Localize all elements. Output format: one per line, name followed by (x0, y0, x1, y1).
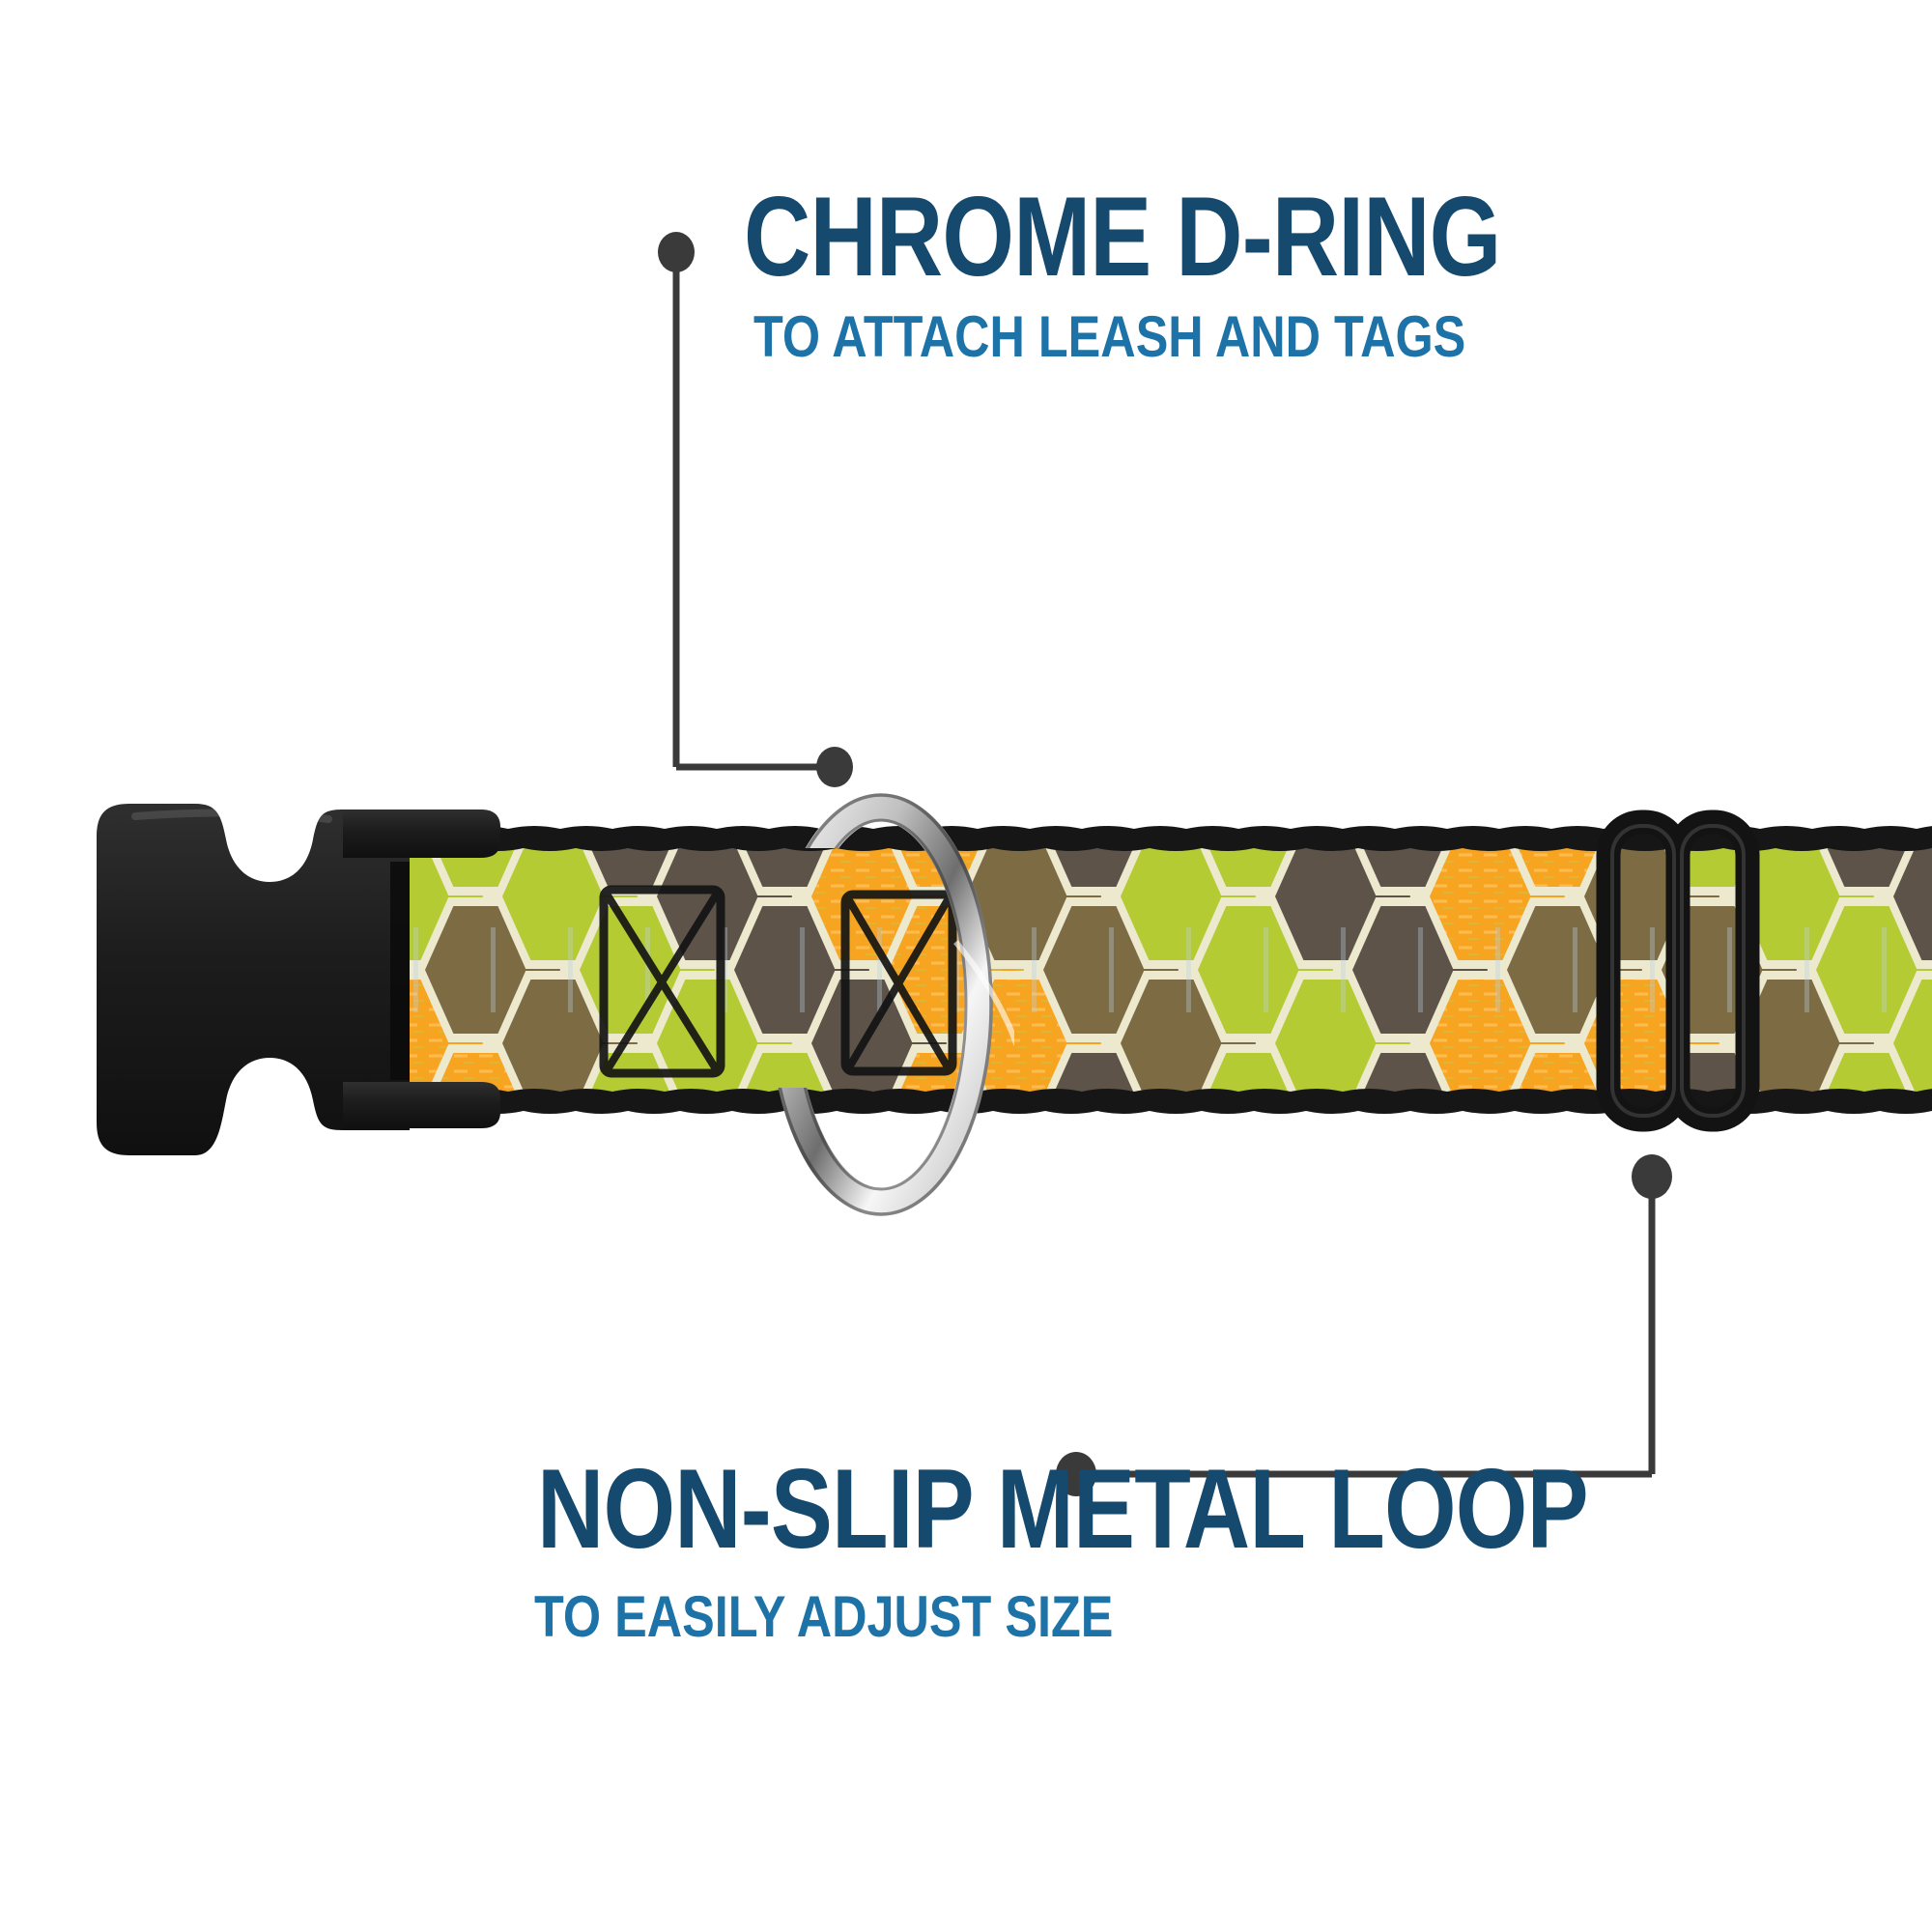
box-x-stitch (840, 890, 957, 1076)
top-callout-title: CHROME D-RING (744, 173, 1501, 299)
metal-loop-slider (1596, 810, 1760, 1132)
top-callout-pointer (658, 232, 853, 787)
box-x-stitch (599, 885, 725, 1078)
bottom-callout-pointer (1056, 1154, 1672, 1496)
bottom-callout-title: NON-SLIP METAL LOOP (537, 1445, 1589, 1572)
side-release-buckle (97, 804, 500, 1155)
bottom-callout-subtitle: TO EASILY ADJUST SIZE (534, 1584, 1114, 1649)
top-callout-subtitle: TO ATTACH LEASH AND TAGS (753, 304, 1466, 369)
